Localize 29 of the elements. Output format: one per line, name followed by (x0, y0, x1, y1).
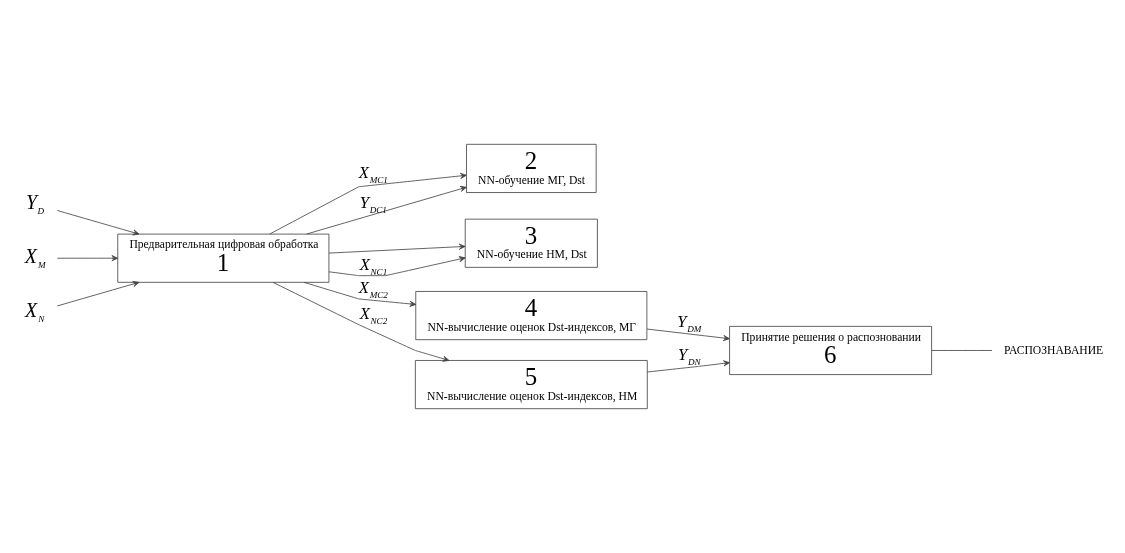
arrow (306, 185, 467, 235)
arrow (272, 282, 450, 362)
node-box: 5 NN-вычисление оценок Dst-индексов, НМ (414, 360, 648, 410)
node-box: 3 NN-обучение НМ, Dst (464, 218, 598, 268)
node-text: РАСПОЗНАВАНИЕ (1003, 343, 1104, 357)
edge-label: X$_{NC2}$ (359, 303, 388, 326)
node-box: 2 NN-обучение МГ, Dst (466, 143, 597, 193)
edge-label: Y$_{DM}$ (677, 312, 702, 335)
arrow (56, 255, 119, 262)
connector (931, 350, 993, 351)
edge-label: X$_{NC1}$ (359, 254, 388, 277)
arrow (328, 243, 466, 254)
arrow (303, 281, 417, 307)
arrow (646, 328, 730, 342)
edge-label: Y$_{DC1}$ (359, 192, 387, 215)
node-box: Предварительная цифровая обработка 1 (117, 233, 330, 283)
edge-label: X$_{MC1}$ (358, 163, 388, 186)
node-text: X$_{N}$ (25, 298, 45, 324)
edge-label: Y$_{DN}$ (678, 345, 701, 368)
node-text: X$_{M}$ (24, 244, 46, 270)
node-box: 4 NN-вычисление оценок Dst-индексов, МГ (415, 291, 648, 341)
node-text: Y$_{D}$ (25, 190, 45, 216)
arrow (56, 281, 140, 307)
arrow (328, 256, 466, 277)
edge-label: X$_{MC2}$ (358, 278, 388, 301)
arrow (56, 210, 140, 236)
arrow (269, 172, 467, 235)
node-box: Принятие решения о распозновании 6 (729, 325, 932, 375)
arrow (646, 360, 730, 373)
